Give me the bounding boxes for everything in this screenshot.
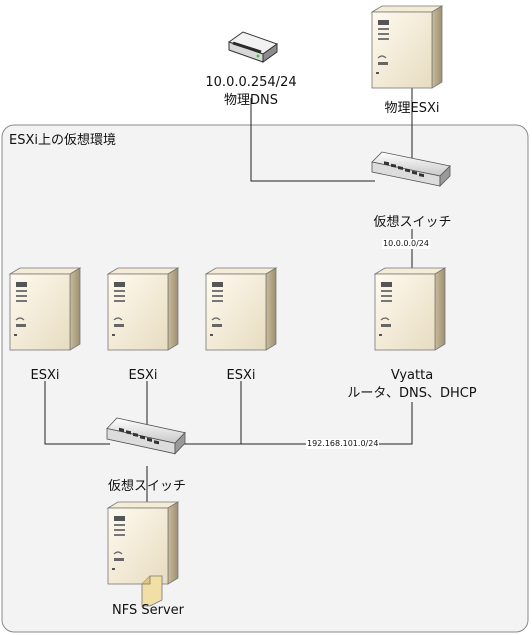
server-icon [371, 5, 443, 89]
nfs-server-label: NFS Server [112, 603, 184, 618]
region-title: ESXi上の仮想環境 [9, 133, 116, 148]
physical-dns-label: 物理DNS [224, 93, 278, 108]
server-icon [374, 267, 446, 351]
vyatta-role-label: ルータ、DNS、DHCP [347, 386, 477, 401]
network-top-label: 10.0.0.0/24 [382, 239, 430, 249]
connection-lines [44, 86, 413, 510]
server-icon [205, 267, 277, 351]
file-server-icon [107, 501, 179, 607]
link-switch-vyatta [180, 402, 413, 445]
vyatta-label: Vyatta [390, 368, 434, 383]
esxi-3-label: ESXi [226, 368, 256, 383]
vswitch-top-label: 仮想スイッチ [373, 215, 452, 230]
network-bottom-label: 192.168.101.0/24 [306, 439, 380, 449]
physical-esxi-label: 物理ESXi [384, 101, 440, 116]
server-icon [107, 267, 179, 351]
physical-dns-address: 10.0.0.254/24 [205, 75, 297, 90]
router-icon [227, 31, 279, 63]
link-esxi1-switch [44, 381, 110, 445]
vswitch-bottom-label: 仮想スイッチ [107, 479, 186, 494]
link-dns-vswitch [250, 98, 375, 182]
server-icon [9, 267, 81, 351]
esxi-1-label: ESXi [30, 368, 60, 383]
esxi-2-label: ESXi [128, 368, 158, 383]
